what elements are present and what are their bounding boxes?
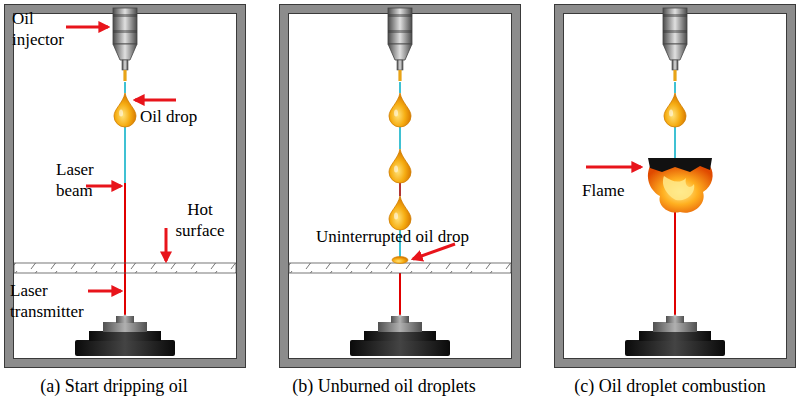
oil-drop: [114, 93, 136, 127]
flattened-drop: [392, 257, 408, 264]
hot-surface: [14, 263, 236, 273]
callout-label: Laser beam: [56, 159, 104, 201]
oil-drop: [389, 149, 411, 183]
pointer-arrow: [413, 244, 455, 259]
oil-drop: [664, 93, 686, 127]
laser-beam: [124, 82, 126, 93]
flame: [648, 158, 713, 213]
oil-drop: [389, 93, 411, 127]
laser-beam: [674, 212, 676, 317]
laser-beam: [399, 82, 401, 93]
callout-label: Laser transmitter: [10, 280, 98, 322]
callout-label: Flame: [582, 180, 625, 201]
callout-label: Hot surface: [168, 199, 232, 241]
laser-beam: [399, 127, 401, 149]
pointer-arrow: [586, 166, 641, 169]
laser-beam: [124, 183, 126, 317]
oil-injector: [113, 8, 137, 81]
oil-drop: [389, 196, 411, 230]
callout-label: Oil drop: [140, 106, 197, 127]
laser-beam: [124, 127, 126, 183]
laser-transmitter: [625, 315, 725, 357]
callout-label: Uninterrupted oil drop: [316, 226, 469, 247]
pointer-arrows: [66, 27, 176, 291]
laser-transmitter: [350, 315, 450, 357]
panel-caption: (b) Unburned oil droplets: [292, 376, 475, 396]
oil-injector: [388, 8, 412, 81]
laser-beam: [399, 183, 401, 196]
hot-surface: [289, 263, 511, 273]
laser-transmitter: [75, 315, 175, 357]
laser-beam: [399, 273, 401, 317]
panel-caption: (a) Start dripping oil: [40, 376, 187, 396]
panel-b-art: [289, 8, 511, 356]
laser-beam: [674, 127, 676, 160]
laser-beam: [674, 82, 676, 93]
oil-injector: [663, 8, 687, 81]
panel-caption: (c) Oil droplet combustion: [574, 376, 765, 396]
callout-label: Oil injector: [12, 8, 74, 50]
